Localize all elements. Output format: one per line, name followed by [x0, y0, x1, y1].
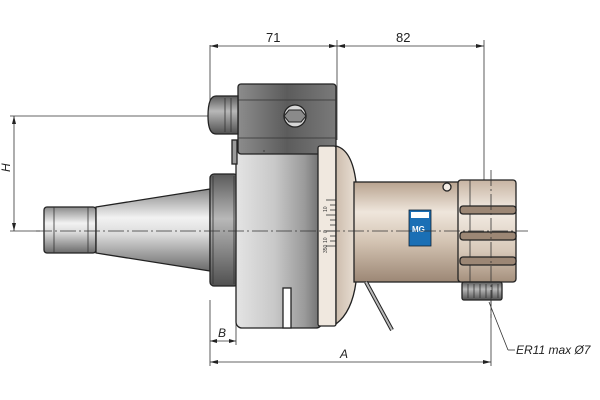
dimension-top: 71 82 [209, 30, 485, 180]
scale-mark-10-bottom: 10 [323, 237, 329, 243]
spindle-head [457, 179, 517, 301]
scale-mark-0: 0 [323, 230, 329, 233]
dimension-71: 71 [266, 30, 280, 45]
dimension-h-label: H [0, 163, 13, 172]
collet-callout: ER11 max Ø7 [488, 301, 592, 357]
dimension-b: B [209, 300, 237, 366]
indicator-icon [442, 182, 452, 192]
angle-housing: 10 0 10 350 MG [317, 145, 473, 331]
dimension-b-label: B [218, 326, 226, 340]
collet-label: ER11 max Ø7 [516, 343, 592, 357]
dimension-h: H [0, 115, 215, 232]
scale-mark-10-top: 10 [323, 206, 329, 212]
brand-logo: MG [408, 209, 432, 247]
dimension-a-label: A [339, 347, 348, 361]
logo-text: MG [412, 225, 425, 234]
dimension-82: 82 [396, 30, 410, 45]
taper-shank [43, 188, 211, 272]
clamping-disc [235, 139, 323, 329]
dimension-a: A [210, 300, 492, 366]
scale-mark-350: 350 [323, 244, 329, 253]
flange-collar [209, 173, 239, 287]
clamping-block [207, 83, 337, 165]
